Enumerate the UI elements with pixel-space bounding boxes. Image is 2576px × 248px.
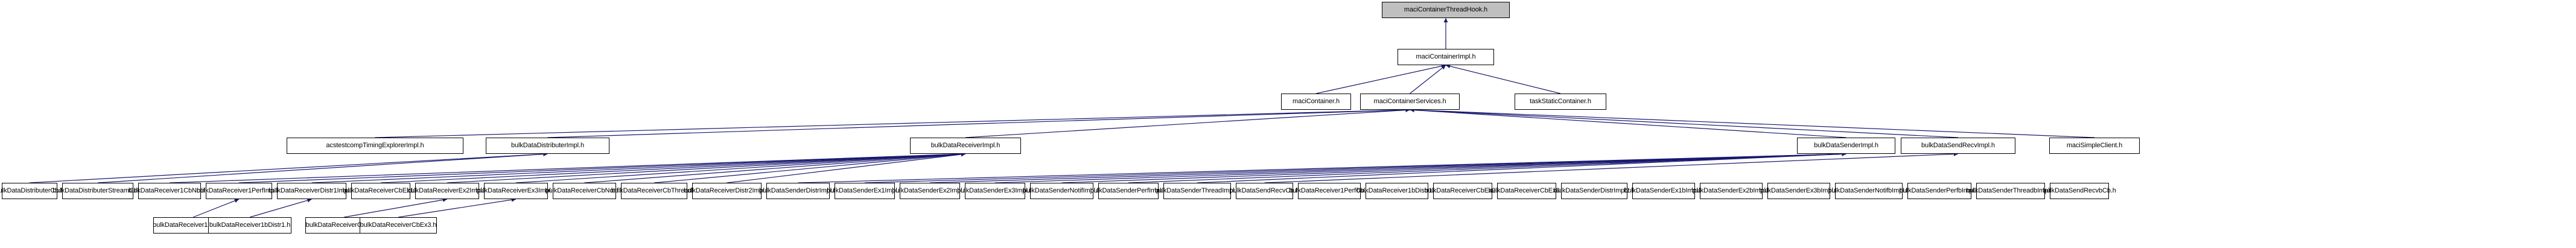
graph-node[interactable]: bulkDataReceiverImpl.h bbox=[910, 138, 1021, 154]
graph-node[interactable]: bulkDataReceiver1bDistr1.h bbox=[208, 217, 291, 234]
graph-edge bbox=[1197, 151, 1846, 183]
graph-node[interactable]: bulkDataSendRecvImpl.h bbox=[1901, 138, 2015, 154]
graph-node[interactable]: bulkDataSenderEx3bImpl.h bbox=[1759, 183, 1839, 199]
graph-edge bbox=[515, 151, 966, 183]
graph-node[interactable]: bulkDataReceiverCbNotif.h bbox=[545, 183, 624, 199]
graph-node[interactable]: maciContainer.h bbox=[1281, 94, 1351, 110]
graph-edge bbox=[654, 152, 966, 183]
graph-node[interactable]: bulkDataSenderNotifbImpl.h bbox=[1828, 183, 1910, 199]
graph-edge bbox=[1410, 107, 1846, 138]
graph-node[interactable]: bulkDataReceiverCbThread.h bbox=[611, 183, 697, 199]
graph-node[interactable]: taskStaticContainer.h bbox=[1515, 94, 1606, 110]
graph-node[interactable]: bulkDataSendRecvCb.h bbox=[1230, 183, 1299, 199]
graph-edge bbox=[398, 197, 517, 218]
graph-edge bbox=[169, 151, 966, 183]
graph-edge bbox=[584, 151, 966, 183]
graph-edge bbox=[343, 197, 448, 218]
graph-edge bbox=[311, 151, 966, 183]
graph-node[interactable]: bulkDataSenderPerfbImpl.h bbox=[1900, 183, 1979, 199]
graph-edge bbox=[29, 151, 548, 183]
graph-node[interactable]: bulkDataReceiverEx3Impl.h bbox=[475, 183, 556, 199]
graph-node[interactable]: maciSimpleClient.h bbox=[2049, 138, 2140, 154]
graph-edge bbox=[798, 151, 1846, 183]
graph-node[interactable]: bulkDataSenderNotifImpl.h bbox=[1023, 183, 1101, 199]
graph-node[interactable]: bulkDataSenderDistrImpl.h bbox=[759, 183, 837, 199]
graph-edge bbox=[994, 151, 1846, 183]
graph-edge bbox=[447, 151, 966, 183]
graph-node[interactable]: bulkDataSenderImpl.h bbox=[1797, 138, 1895, 154]
graph-edge bbox=[1315, 64, 1446, 94]
graph-node[interactable]: bulkDataSendRecvbCb.h bbox=[2043, 183, 2116, 199]
graph-edge bbox=[249, 198, 312, 218]
graph-edge bbox=[1445, 64, 1561, 94]
graph-node[interactable]: bulkDataReceiverEx2Impl.h bbox=[407, 183, 488, 199]
graph-node[interactable]: bulkDataSenderDistrImpl2.h bbox=[1554, 183, 1635, 199]
graph-node[interactable]: maciContainerThreadHook.h bbox=[1382, 2, 1510, 18]
graph-edge bbox=[1061, 151, 1846, 183]
graph-node[interactable]: bulkDataDistributerStreamCb.h bbox=[52, 183, 143, 199]
graph-node[interactable]: bulkDataReceiver1bDistr1.h bbox=[1356, 183, 1437, 199]
graph-node[interactable]: bulkDataSenderPerfImpl.h bbox=[1090, 183, 1166, 199]
graph-node[interactable]: bulkDataReceiverDistr1Impl.h bbox=[269, 183, 355, 199]
graph-edge bbox=[727, 152, 966, 183]
graph-node[interactable]: bulkDataReceiverCbEx3.h bbox=[1489, 183, 1565, 199]
graph-node[interactable]: maciContainerImpl.h bbox=[1398, 49, 1494, 65]
graph-node[interactable]: bulkDataSenderEx2bImpl.h bbox=[1691, 183, 1771, 199]
graph-node[interactable]: bulkDataReceiver1PerfImpl.h bbox=[197, 183, 281, 199]
graph-node[interactable]: bulkDataReceiver1PerfCb.h bbox=[1289, 183, 1370, 199]
graph-edge bbox=[965, 107, 1410, 138]
graph-edge bbox=[547, 107, 1410, 138]
graph-node[interactable]: bulkDataDistributerCb.h bbox=[0, 183, 64, 199]
graph-node[interactable]: bulkDataSenderEx2Impl.h bbox=[892, 183, 968, 199]
graph-node[interactable]: bulkDataReceiverCbEx2.h bbox=[1425, 183, 1501, 199]
graph-node[interactable]: bulkDataSenderEx1bImpl.h bbox=[1624, 183, 1703, 199]
graph-edge bbox=[1410, 107, 2095, 138]
graph-edge bbox=[1410, 65, 1446, 94]
graph-edge bbox=[864, 151, 1846, 183]
graph-node[interactable]: bulkDataSenderEx3Impl.h bbox=[957, 183, 1033, 199]
graph-node[interactable]: bulkDataSenderEx1Impl.h bbox=[827, 183, 903, 199]
graph-edge bbox=[192, 199, 240, 218]
graph-node[interactable]: bulkDataDistributerImpl.h bbox=[486, 138, 609, 154]
graph-node[interactable]: bulkDataReceiver1CbNotif.h bbox=[129, 183, 211, 199]
graph-edge bbox=[97, 151, 548, 183]
graph-node[interactable]: bulkDataReceiverCbEx1.h bbox=[343, 183, 419, 199]
graph-node[interactable]: bulkDataReceiverDistr2Impl.h bbox=[684, 183, 770, 199]
graph-edge bbox=[1128, 151, 1846, 183]
graph-edge bbox=[1264, 151, 1959, 183]
graph-node[interactable]: bulkDataSenderThreadImpl.h bbox=[1154, 183, 1240, 199]
graph-edge bbox=[380, 151, 966, 183]
graph-edge bbox=[1410, 107, 1959, 138]
graph-node[interactable]: maciContainerServices.h bbox=[1360, 94, 1460, 110]
graph-node[interactable]: bulkDataSenderThreadbImpl.h bbox=[1966, 183, 2055, 199]
graph-edge bbox=[375, 107, 1410, 138]
graph-edge bbox=[929, 151, 1846, 183]
graph-node[interactable]: acstestcompTimingExplorerImpl.h bbox=[287, 138, 463, 154]
graph-edge bbox=[238, 151, 966, 183]
graph-node[interactable]: bulkDataReceiverCbEx3.h bbox=[360, 217, 437, 234]
